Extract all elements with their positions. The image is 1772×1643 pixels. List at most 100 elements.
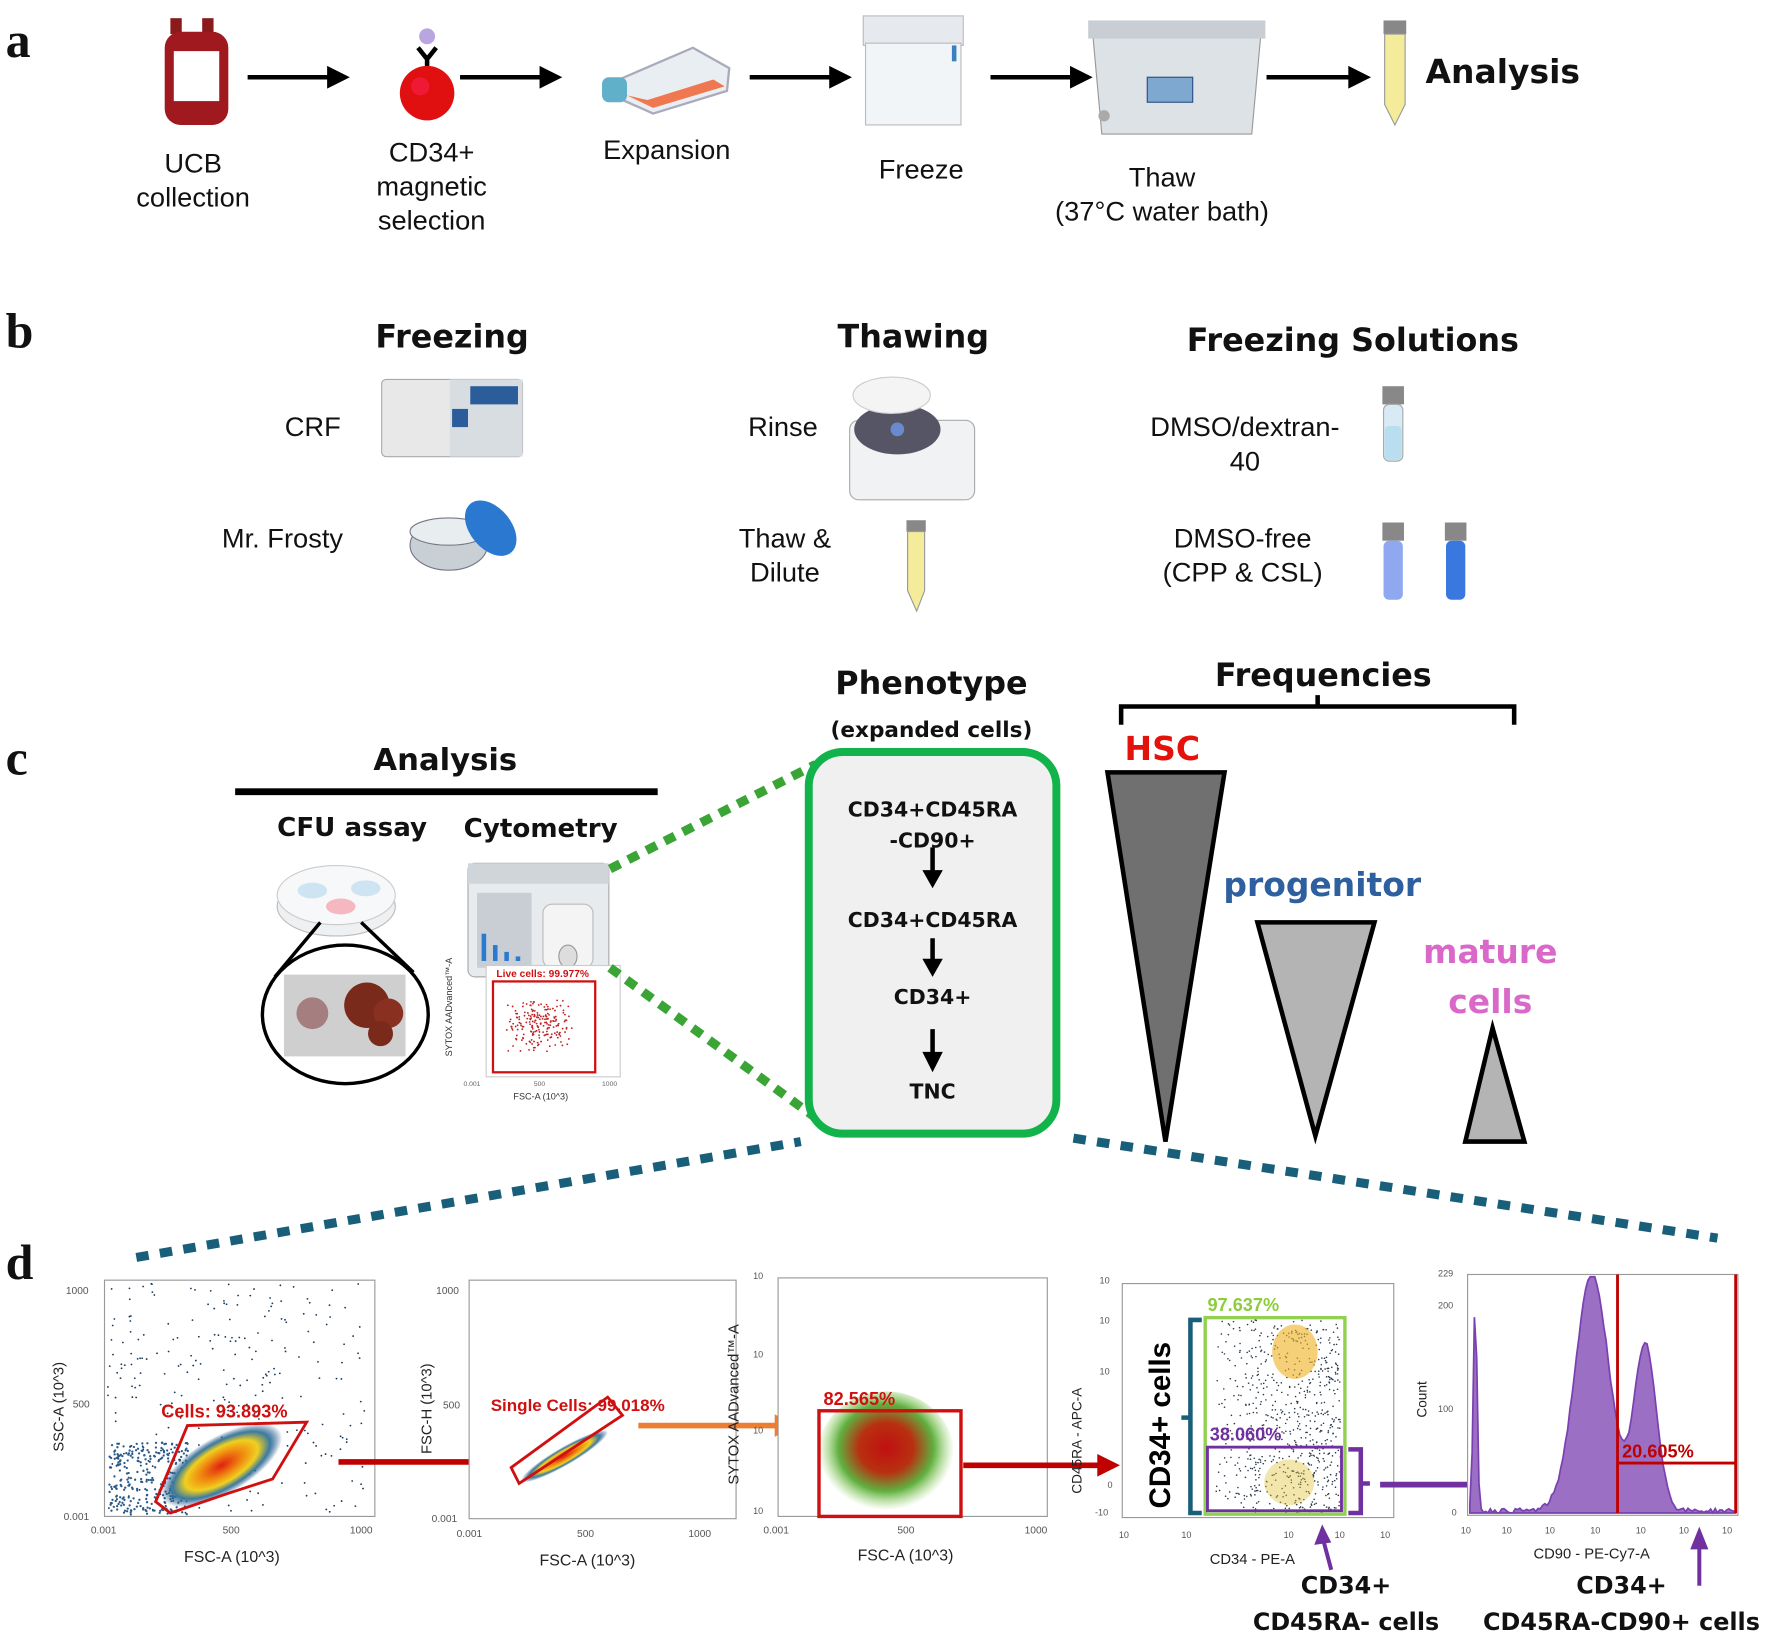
histogram-cd90: 20.605% 229 200 100 0 Count 10 10 10 10 … [1415, 1269, 1739, 1586]
event-dot [527, 1014, 530, 1017]
event-dot [1337, 1494, 1340, 1497]
event-dot [1272, 1459, 1275, 1461]
event-dot [1242, 1385, 1244, 1388]
frequencies-bracket [1118, 695, 1517, 725]
event-dot [306, 1297, 309, 1300]
event-dot [1285, 1494, 1288, 1497]
event-dot [1243, 1498, 1246, 1500]
event-dot [531, 1013, 534, 1016]
event-dot [117, 1502, 120, 1506]
event-dot [1337, 1353, 1340, 1356]
event-dot [1253, 1484, 1256, 1487]
zoom-connector [607, 964, 819, 1122]
event-dot [1234, 1364, 1236, 1367]
x-tick: 10 [1679, 1525, 1689, 1535]
event-dot [1327, 1479, 1330, 1482]
event-dot [539, 1022, 542, 1025]
event-dot [1285, 1430, 1287, 1433]
event-dot [1301, 1380, 1304, 1382]
x-tick: 1000 [1025, 1525, 1048, 1536]
event-dot [144, 1458, 147, 1461]
event-dot [1337, 1336, 1339, 1339]
event-dot [1325, 1494, 1327, 1497]
event-dot [142, 1508, 145, 1511]
event-dot [243, 1337, 246, 1340]
event-dot [120, 1484, 123, 1488]
event-dot [563, 1020, 566, 1023]
event-dot [1300, 1479, 1303, 1481]
event-dot [130, 1444, 133, 1448]
callout-arrow-icon [1314, 1524, 1334, 1571]
event-dot [1255, 1355, 1257, 1358]
event-dot [112, 1353, 114, 1356]
event-dot [223, 1408, 226, 1411]
event-dot [1230, 1449, 1233, 1451]
cd45ra-negative-bracket [1348, 1447, 1370, 1516]
event-dot [1238, 1351, 1241, 1354]
event-dot [526, 1017, 529, 1020]
event-dot [1322, 1422, 1325, 1425]
event-dot [1255, 1407, 1257, 1410]
event-dot [1304, 1437, 1307, 1439]
event-dot [1330, 1366, 1333, 1369]
cd34-bracket [1181, 1317, 1202, 1516]
event-dot [199, 1362, 202, 1365]
event-dot [184, 1442, 187, 1445]
event-dot [122, 1452, 125, 1455]
event-dot [557, 1022, 560, 1025]
event-dot [1252, 1384, 1254, 1386]
event-dot [1286, 1443, 1289, 1445]
event-dot [1336, 1465, 1339, 1467]
water-bath-icon [1088, 20, 1266, 135]
event-dot [114, 1396, 117, 1399]
event-dot [1232, 1327, 1235, 1330]
event-dot [1310, 1503, 1313, 1505]
y-axis-label: SSC-A (10^3) [52, 1362, 68, 1452]
event-dot [232, 1377, 235, 1380]
event-dot [1309, 1433, 1311, 1436]
event-dot [138, 1384, 141, 1387]
event-dot [160, 1441, 164, 1444]
event-dot [231, 1336, 233, 1339]
gate-label: Single Cells: 99.018% [491, 1396, 665, 1415]
event-dot [151, 1465, 154, 1468]
event-dot [535, 1022, 538, 1025]
event-dot [1304, 1480, 1307, 1483]
event-dot [1329, 1464, 1332, 1466]
event-dot [1264, 1459, 1266, 1462]
event-dot [1223, 1457, 1226, 1459]
event-dot [1305, 1490, 1308, 1493]
y-axis-label: FSC-H (10^3) [420, 1363, 436, 1454]
step-label-expansion: Expansion [603, 135, 731, 166]
event-dot [1239, 1329, 1241, 1332]
event-dot [568, 1015, 570, 1018]
event-dot [1288, 1455, 1290, 1458]
event-dot [1266, 1386, 1268, 1388]
event-dot [549, 1008, 552, 1011]
event-dot [1300, 1436, 1303, 1439]
event-dot [209, 1339, 212, 1342]
x-tick: 1000 [350, 1525, 373, 1536]
event-dot [286, 1444, 289, 1447]
event-dot [1230, 1414, 1233, 1417]
event-dot [167, 1454, 170, 1457]
event-dot [154, 1446, 158, 1449]
event-dot [184, 1449, 187, 1452]
event-dot [1260, 1350, 1262, 1353]
event-dot [1323, 1469, 1325, 1471]
event-dot [555, 1034, 558, 1036]
event-dot [130, 1363, 133, 1366]
event-dot [145, 1358, 148, 1360]
event-dot [1250, 1329, 1253, 1331]
event-dot [1255, 1502, 1258, 1504]
event-dot [129, 1315, 132, 1317]
event-dot [1319, 1381, 1322, 1384]
event-dot [115, 1498, 119, 1501]
thaw-dilute-label: Thaw & Dilute [738, 523, 832, 589]
event-dot [257, 1418, 260, 1420]
event-dot [561, 999, 564, 1002]
event-dot [1237, 1394, 1240, 1396]
event-dot [340, 1500, 343, 1502]
event-dot [268, 1309, 270, 1312]
event-dot [1314, 1492, 1317, 1495]
